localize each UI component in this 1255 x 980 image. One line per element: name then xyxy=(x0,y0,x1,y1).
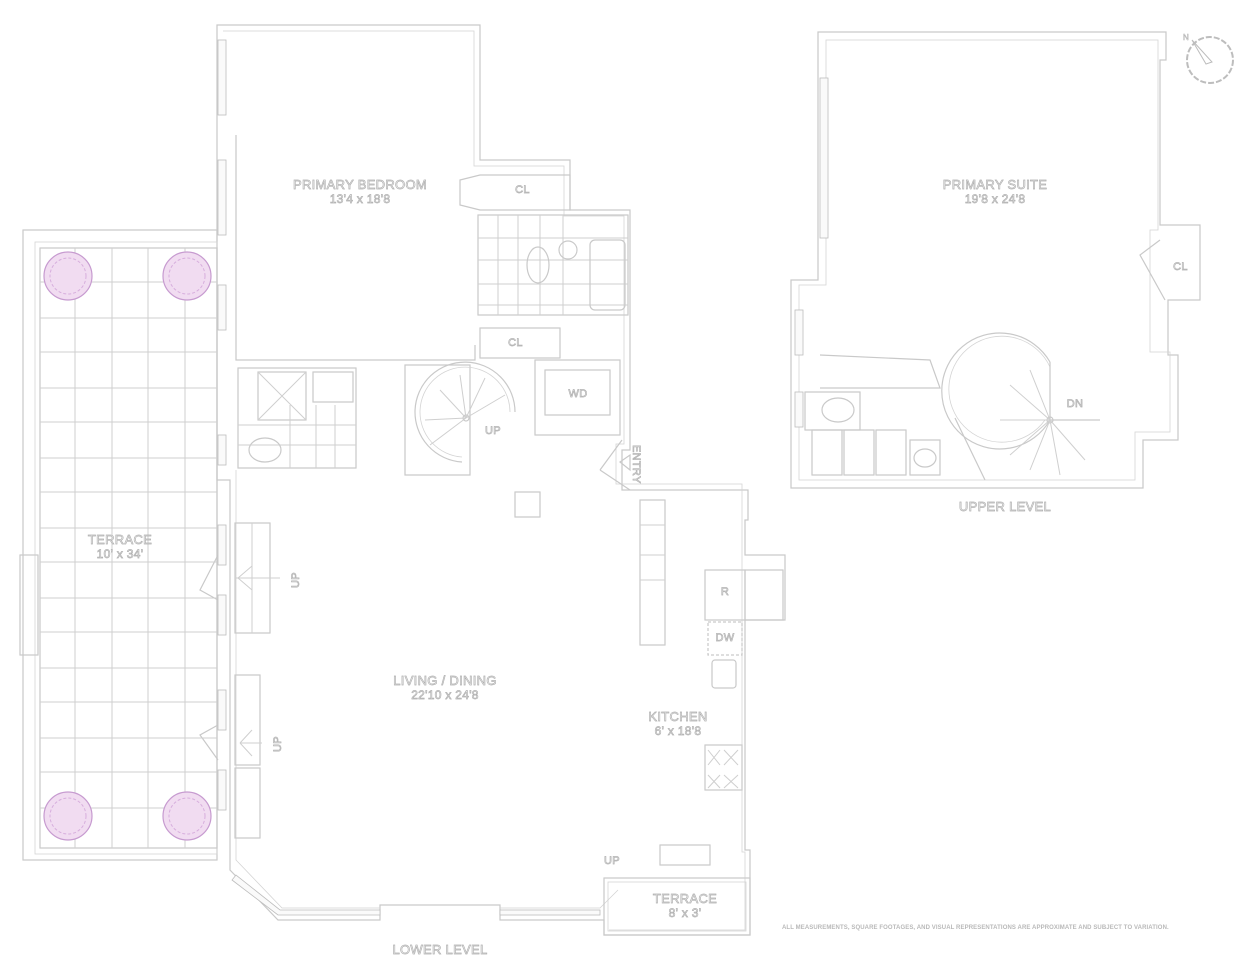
closet-label-suite: CL xyxy=(1173,261,1188,274)
room-dimensions: 13'4 x 18'8 xyxy=(329,192,391,207)
terrace-step-up-label-1: UP xyxy=(290,572,303,589)
spiral-staircase-upper xyxy=(941,332,1100,476)
upper-level-plan xyxy=(790,31,1201,489)
terrace-steps xyxy=(199,522,280,839)
lower-level-plan xyxy=(199,24,786,936)
entry-label: ENTRY xyxy=(630,445,643,484)
room-dimensions: 8' x 3' xyxy=(668,906,702,921)
room-dimensions: 6' x 18'8 xyxy=(654,724,702,739)
closet-label-bedroom: CL xyxy=(515,184,530,197)
closet-label-hall: CL xyxy=(508,337,523,350)
planter-bottom-left xyxy=(43,791,93,841)
washer-dryer-label: WD xyxy=(568,388,588,401)
terrace-step-up-label-3: UP xyxy=(604,855,620,868)
room-name: PRIMARY BEDROOM xyxy=(292,177,428,192)
planter-top-left xyxy=(43,251,93,301)
lower-level-label: LOWER LEVEL xyxy=(392,942,488,958)
dishwasher-label: DW xyxy=(715,632,735,645)
room-label-terrace-main: TERRACE 10' x 34' xyxy=(70,532,170,562)
stair-up-label: UP xyxy=(485,425,501,438)
stair-down-label: DN xyxy=(1066,398,1084,411)
planter-bottom-right xyxy=(162,791,212,841)
upper-level-label: UPPER LEVEL xyxy=(958,499,1052,515)
room-name: KITCHEN xyxy=(648,709,708,724)
bathroom-2 xyxy=(237,367,357,469)
room-label-terrace-small: TERRACE 8' x 3' xyxy=(640,891,730,921)
main-terrace xyxy=(19,229,218,861)
room-label-living-dining: LIVING / DINING 22'10 x 24'8 xyxy=(365,673,525,703)
room-label-primary-suite: PRIMARY SUITE 19'8 x 24'8 xyxy=(905,177,1085,207)
room-label-kitchen: KITCHEN 6' x 18'8 xyxy=(638,709,718,739)
room-dimensions: 19'8 x 24'8 xyxy=(964,192,1026,207)
room-label-primary-bedroom: PRIMARY BEDROOM 13'4 x 18'8 xyxy=(270,177,450,207)
bathroom-1 xyxy=(477,214,629,316)
room-name: TERRACE xyxy=(652,891,718,906)
planter-top-right xyxy=(162,251,212,301)
spiral-staircase-lower xyxy=(404,361,516,476)
room-dimensions: 10' x 34' xyxy=(96,547,144,562)
room-name: LIVING / DINING xyxy=(393,673,497,688)
north-arrow-compass-icon: N xyxy=(1183,33,1234,84)
kitchen-area xyxy=(639,499,784,866)
disclaimer-text: ALL MEASUREMENTS, SQUARE FOOTAGES, AND V… xyxy=(782,925,1169,931)
room-dimensions: 22'10 x 24'8 xyxy=(411,688,479,703)
svg-text:N: N xyxy=(1183,33,1189,42)
refrigerator-label: R xyxy=(720,586,730,599)
terrace-step-up-label-2: UP xyxy=(272,736,285,753)
room-name: PRIMARY SUITE xyxy=(942,177,1048,192)
room-name: TERRACE xyxy=(87,532,153,547)
